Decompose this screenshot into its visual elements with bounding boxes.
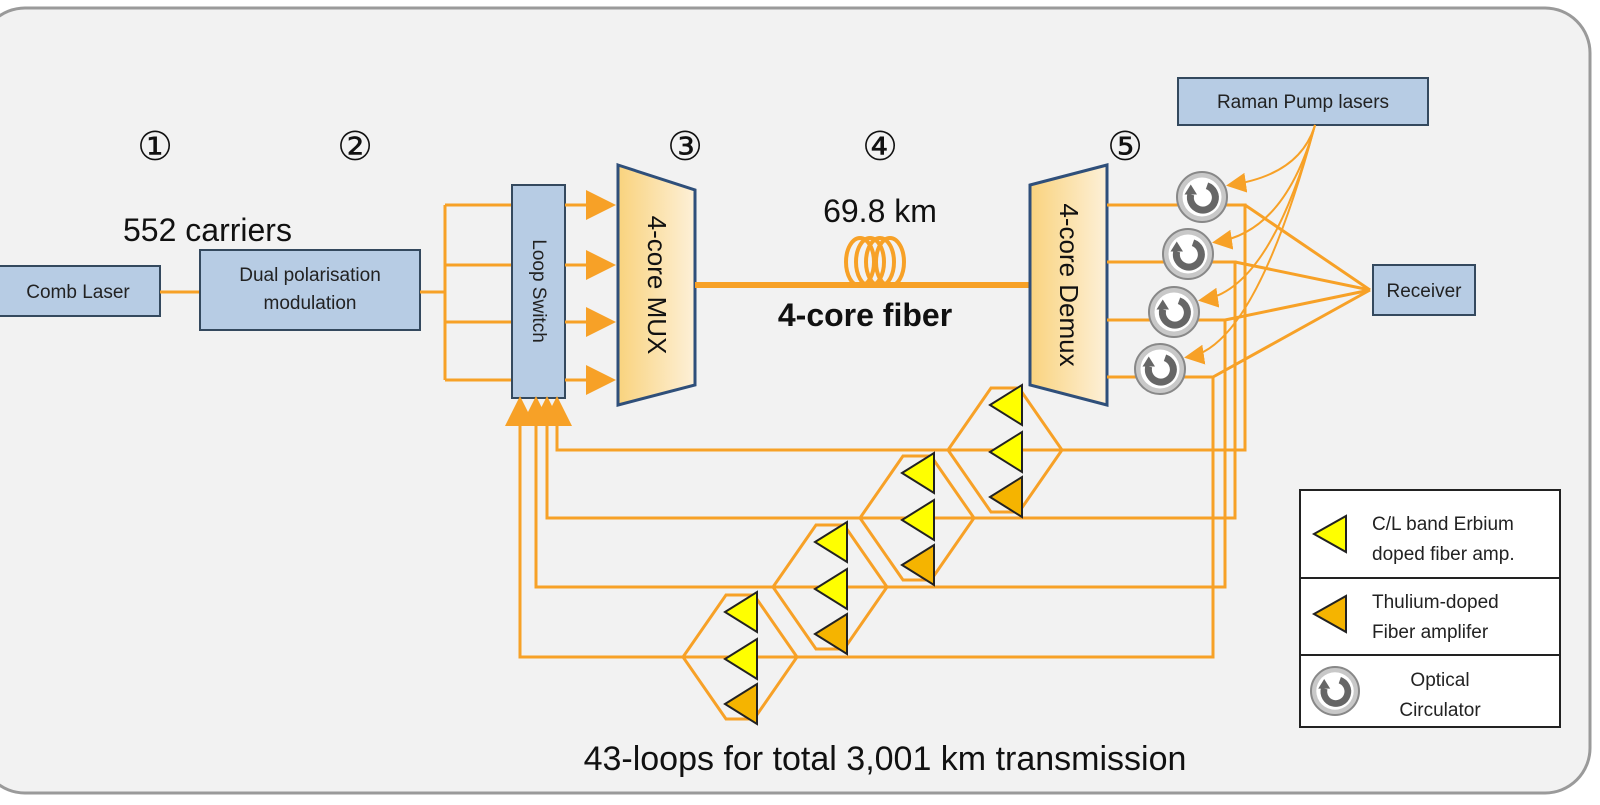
legend-circulator-1: Optical	[1410, 670, 1469, 691]
optical-circulator-icon	[1310, 666, 1360, 716]
carriers-label: 552 carriers	[123, 212, 292, 248]
optical-circulator-icon	[1176, 171, 1228, 223]
amplifier-stage-diamond	[771, 523, 889, 651]
circulator-arrowhead	[1318, 679, 1331, 689]
mux-label: 4-core MUX	[642, 216, 672, 355]
legend-tdfa-2: Fiber amplifer	[1372, 622, 1489, 643]
circulator-arrow	[1186, 182, 1219, 214]
modulation-box	[199, 249, 421, 331]
fiber-length: 69.8 km	[823, 193, 937, 229]
receiver-link	[1224, 288, 1371, 322]
legend-edfa-icon	[1311, 514, 1347, 554]
recirculation-loop-line	[532, 260, 1237, 520]
optical-circulator-icon	[1162, 228, 1214, 280]
amplifier-stage-diamond	[946, 386, 1064, 514]
tdfa-amplifier-icon	[723, 682, 758, 726]
receiver-box	[1372, 264, 1476, 316]
modulation-label-1: Dual polarisation	[239, 265, 381, 286]
mux-block	[616, 162, 697, 407]
circulator-arrowhead	[1142, 356, 1155, 367]
receiver-link	[1234, 260, 1371, 292]
edfa-amplifier-icon	[988, 383, 1023, 427]
tdfa-amplifier-icon	[900, 543, 935, 587]
edfa-amplifier-icon	[723, 637, 758, 681]
recirculation-loop-line	[521, 318, 1227, 589]
circulator-arrow	[1144, 354, 1177, 386]
recirculation-loop-line	[505, 375, 1215, 659]
stage-5-number: ⑤	[1107, 125, 1143, 169]
tdfa-amplifier-icon	[813, 612, 848, 656]
stage-3-number: ③	[667, 125, 703, 169]
optical-circulator-icon	[1134, 343, 1186, 395]
stage-2-number: ②	[337, 125, 373, 169]
stage-4-number: ④	[862, 125, 898, 169]
edfa-amplifier-icon	[723, 590, 758, 634]
legend-edfa-2: doped fiber amp.	[1372, 544, 1515, 565]
circulator-arrow	[1158, 297, 1191, 329]
receiver-link	[1244, 203, 1371, 292]
raman-pump-link	[1184, 124, 1316, 365]
receiver-link	[1212, 288, 1371, 379]
loop-switch-label: Loop Switch	[528, 239, 549, 343]
raman-pump-label: Raman Pump lasers	[1217, 92, 1389, 113]
switch-to-mux-arrows	[565, 190, 616, 395]
demux-label: 4-core Demux	[1054, 203, 1084, 366]
fiber-coil-icon	[844, 236, 906, 288]
split-lines	[420, 203, 512, 382]
legend-circulator-icon	[1310, 666, 1360, 716]
edfa-amplifier-icon	[988, 430, 1023, 474]
comb-laser-label: Comb Laser	[26, 282, 130, 303]
optical-circulator-icon	[1148, 286, 1200, 338]
circulator-arrowhead	[1184, 184, 1197, 195]
raman-pump-box	[1177, 77, 1429, 126]
edfa-amplifier-icon	[900, 451, 935, 495]
legend-edfa-1: C/L band Erbium	[1372, 514, 1514, 535]
recirculation-loop-line	[542, 203, 1247, 452]
legend-circulator-2: Circulator	[1399, 700, 1481, 721]
caption: 43-loops for total 3,001 km transmission	[584, 740, 1187, 778]
demux-block	[1028, 163, 1109, 407]
fiber-label: 4-core fiber	[778, 297, 952, 333]
circulator-arrowhead	[1170, 241, 1183, 252]
circulator-arrow	[1320, 677, 1352, 707]
receiver-label: Receiver	[1387, 281, 1463, 302]
dynamic-parts	[505, 124, 1371, 726]
legend-tdfa-1: Thulium-doped	[1372, 592, 1499, 613]
legend-tdfa-icon	[1311, 594, 1347, 634]
circulator-arrowhead	[1156, 299, 1169, 310]
tdfa-amplifier-icon	[988, 475, 1023, 519]
stage-1-number: ①	[137, 125, 173, 169]
edfa-amplifier-icon	[900, 498, 935, 542]
edfa-amplifier-icon	[813, 520, 848, 564]
modulation-label-2: modulation	[264, 293, 357, 314]
edfa-amplifier-icon	[813, 567, 848, 611]
circulator-arrow	[1172, 239, 1205, 271]
amplifier-stage-diamond	[858, 454, 976, 582]
comb-laser-box	[0, 265, 161, 317]
amplifier-stage-diamond	[681, 593, 799, 721]
